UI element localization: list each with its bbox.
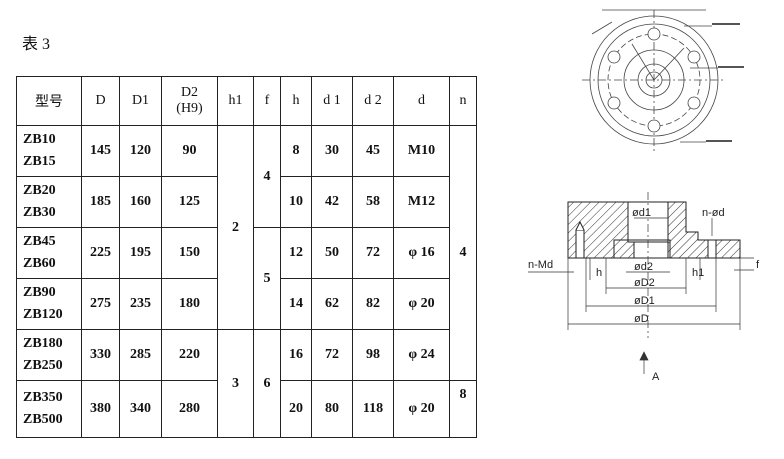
cell-d1: 80: [311, 380, 353, 438]
cell-d1: 72: [311, 329, 353, 381]
cell-D1: 120: [119, 125, 162, 177]
cell-D: 185: [81, 176, 120, 228]
label-h: h: [596, 267, 602, 279]
cell-d: φ 24: [393, 329, 450, 381]
label-D2: øD2: [634, 277, 655, 289]
label-d1: ød1: [632, 207, 651, 219]
cell-D1: 235: [119, 278, 162, 330]
cell-d2: 72: [352, 227, 394, 279]
cell-h: 12: [280, 227, 312, 279]
cell-h: 14: [280, 278, 312, 330]
cell-d: φ 20: [393, 278, 450, 330]
cell-D: 330: [81, 329, 120, 381]
cell-D: 380: [81, 380, 120, 438]
header-h1: h1: [217, 76, 254, 126]
cell-D1: 340: [119, 380, 162, 438]
header-model: 型号: [16, 76, 82, 126]
cell-d1: 50: [311, 227, 353, 279]
cell-d2: 45: [352, 125, 394, 177]
cell-d: φ 20: [393, 380, 450, 438]
cell-h: 16: [280, 329, 312, 381]
cell-h1-merged: 3: [217, 329, 254, 438]
cell-f-merged: 6: [253, 329, 281, 438]
cell-D1: 160: [119, 176, 162, 228]
cell-D1: 195: [119, 227, 162, 279]
cell-d2: 82: [352, 278, 394, 330]
cell-d1: 62: [311, 278, 353, 330]
label-n-md: n-Md: [528, 259, 553, 271]
cell-D2: 180: [161, 278, 218, 330]
cell-D2: 280: [161, 380, 218, 438]
label-h1: h1: [692, 267, 704, 279]
cell-d1: 30: [311, 125, 353, 177]
cell-D: 145: [81, 125, 120, 177]
cell-D2: 90: [161, 125, 218, 177]
flange-top-view: [582, 9, 744, 152]
header-D2-line1: D2: [180, 85, 199, 100]
flange-section-view: ød1 n-ød n-Md h h1 f ød2 øD2 øD1 øD A: [528, 192, 760, 383]
label-view-a: A: [652, 371, 660, 383]
cell-d2: 98: [352, 329, 394, 381]
cell-D: 225: [81, 227, 120, 279]
cell-h: 10: [280, 176, 312, 228]
header-h: h: [280, 76, 312, 126]
cell-h: 8: [280, 125, 312, 177]
cell-d2: 118: [352, 380, 394, 438]
cell-f-merged: 5: [253, 227, 281, 330]
header-D: D: [81, 76, 120, 126]
cell-d: M12: [393, 176, 450, 228]
header-D1: D1: [119, 76, 162, 126]
cell-d: M10: [393, 125, 450, 177]
header-d: d: [393, 76, 450, 126]
cell-D2: 125: [161, 176, 218, 228]
cell-h: 20: [280, 380, 312, 438]
header-d2: d 2: [352, 76, 394, 126]
label-d2: ød2: [634, 261, 653, 273]
header-D2: D2 (H9): [161, 76, 218, 126]
label-D1: øD1: [634, 295, 655, 307]
label-f: f: [756, 259, 760, 271]
header-n: n: [449, 76, 477, 126]
cell-n-merged: 4: [449, 125, 477, 381]
label-D: øD: [634, 313, 649, 325]
cell-D2: 150: [161, 227, 218, 279]
label-n-d: n-ød: [702, 207, 725, 219]
table-caption: 表 3: [22, 36, 51, 53]
cell-d: φ 16: [393, 227, 450, 279]
cell-d1: 42: [311, 176, 353, 228]
cell-f-merged: 4: [253, 125, 281, 228]
cell-D: 275: [81, 278, 120, 330]
cell-h1-merged: 2: [217, 125, 254, 330]
header-f: f: [253, 76, 281, 126]
cell-n-last: 8: [449, 380, 477, 438]
header-row: 型号 D D1 D2 (H9) h1 f h d 1 d 2 d n: [16, 76, 477, 126]
cell-d2: 58: [352, 176, 394, 228]
cell-D2: 220: [161, 329, 218, 381]
header-D2-line2: (H9): [176, 101, 203, 116]
cell-D1: 285: [119, 329, 162, 381]
header-d1: d 1: [311, 76, 353, 126]
